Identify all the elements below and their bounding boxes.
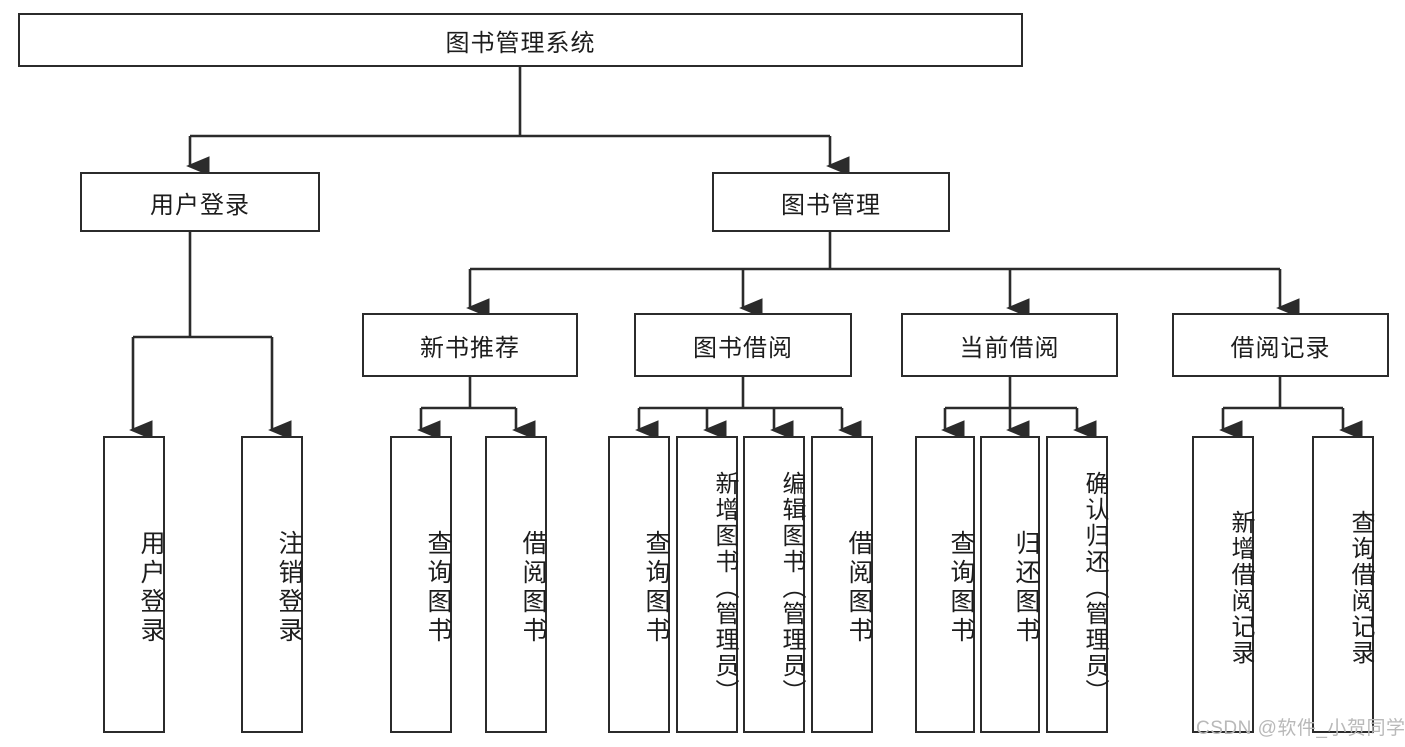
leaf-new-book-borrow[interactable]: 借阅图书 xyxy=(485,436,547,733)
leaf-book-borrow-borrow[interactable]: 借阅图书 xyxy=(811,436,873,733)
leaf-borrow-record-add[interactable]: 新增借阅记录 xyxy=(1192,436,1254,733)
leaf-book-borrow-add[interactable]: 新增图书（管理员） xyxy=(676,436,738,733)
node-label: 新书推荐 xyxy=(420,334,520,362)
node-book-borrow[interactable]: 图书借阅 xyxy=(634,313,852,377)
node-label: 借阅图书 xyxy=(845,529,873,646)
node-book-management[interactable]: 图书管理 xyxy=(712,172,950,232)
node-label: 确认归还（管理员） xyxy=(1081,470,1108,705)
leaf-book-borrow-edit[interactable]: 编辑图书（管理员） xyxy=(743,436,805,733)
node-label: 新增借阅记录 xyxy=(1227,509,1254,666)
leaf-user-login-logout[interactable]: 注销登录 xyxy=(241,436,303,733)
node-label: 新增图书（管理员） xyxy=(711,470,738,705)
node-root-system[interactable]: 图书管理系统 xyxy=(18,13,1023,67)
node-label: 查询借阅记录 xyxy=(1347,509,1374,666)
leaf-user-login-login[interactable]: 用户登录 xyxy=(103,436,165,733)
leaf-borrow-record-query[interactable]: 查询借阅记录 xyxy=(1312,436,1374,733)
node-current-borrow[interactable]: 当前借阅 xyxy=(901,313,1118,377)
node-label: 查询图书 xyxy=(424,529,452,646)
node-label: 借阅图书 xyxy=(519,529,547,646)
node-label: 图书借阅 xyxy=(693,334,793,362)
node-label: 查询图书 xyxy=(947,529,975,646)
node-label: 归还图书 xyxy=(1012,529,1040,646)
leaf-book-borrow-query[interactable]: 查询图书 xyxy=(608,436,670,733)
csdn-watermark: CSDN @软件_小贺同学 xyxy=(1196,718,1405,739)
leaf-current-borrow-confirm-return[interactable]: 确认归还（管理员） xyxy=(1046,436,1108,733)
leaf-new-book-query[interactable]: 查询图书 xyxy=(390,436,452,733)
node-label: 用户登录 xyxy=(150,191,250,219)
node-label: 注销登录 xyxy=(275,529,303,646)
leaf-current-borrow-return[interactable]: 归还图书 xyxy=(980,436,1040,733)
node-label: 图书管理系统 xyxy=(445,29,596,57)
node-label: 用户登录 xyxy=(137,529,165,646)
node-user-login[interactable]: 用户登录 xyxy=(80,172,320,232)
node-new-book-recommend[interactable]: 新书推荐 xyxy=(362,313,578,377)
leaf-current-borrow-query[interactable]: 查询图书 xyxy=(915,436,975,733)
node-label: 编辑图书（管理员） xyxy=(778,470,805,705)
node-label: 当前借阅 xyxy=(959,334,1060,362)
node-label: 查询图书 xyxy=(642,529,670,646)
node-borrow-record[interactable]: 借阅记录 xyxy=(1172,313,1389,377)
node-label: 借阅记录 xyxy=(1230,334,1331,362)
node-label: 图书管理 xyxy=(781,191,881,219)
